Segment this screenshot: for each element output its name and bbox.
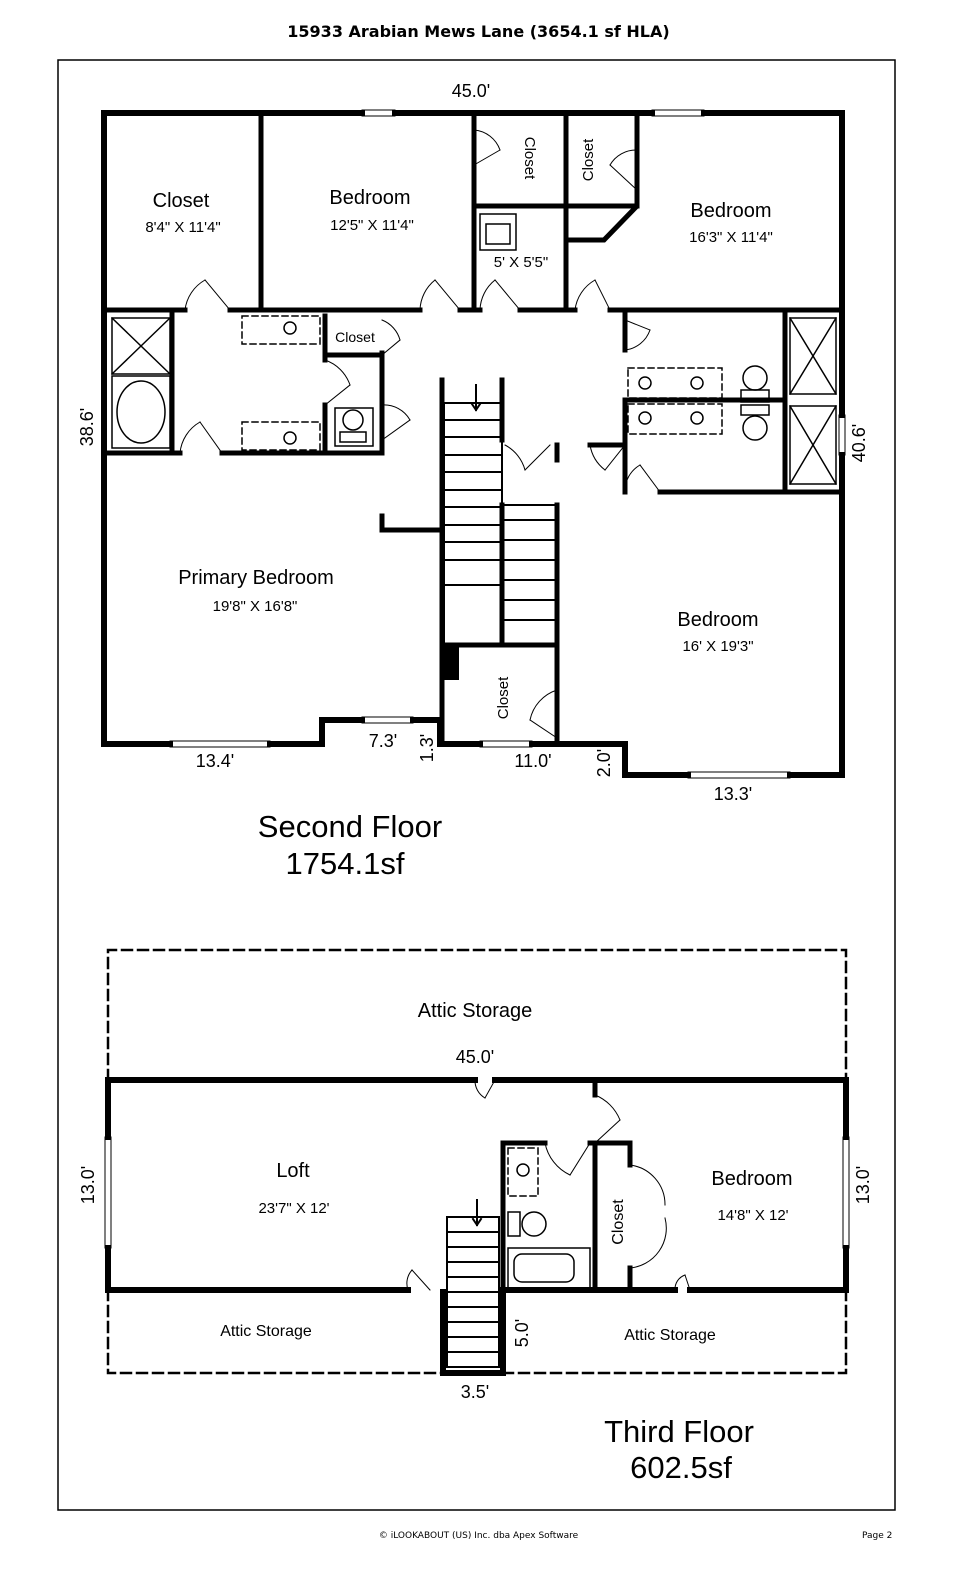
sf-closet-bath-name: Closet	[335, 329, 375, 345]
footer-page-number: Page 2	[862, 1531, 893, 1541]
sf-bedroom-right-size: 16' X 19'3"	[682, 638, 753, 655]
tf-dim-left: 13.0'	[78, 1166, 98, 1204]
tf-closet-name: Closet	[610, 1199, 627, 1245]
tf-floor-name: Third Floor	[604, 1414, 754, 1449]
sf-primary-bedroom-size: 19'8" X 16'8"	[213, 598, 298, 615]
sf-bath-small-size: 5' X 5'5"	[494, 254, 548, 271]
tf-attic-bottom-left-name: Attic Storage	[220, 1323, 312, 1340]
third-floor-labels: Attic Storage 45.0' 13.0' 13.0' Loft 23'…	[78, 1000, 873, 1485]
sf-closet-main-name: Closet	[153, 190, 210, 212]
sf-dim-right-step: 2.0'	[594, 749, 614, 777]
sf-bedroom-top-center-size: 12'5" X 11'4"	[330, 217, 414, 234]
third-floor-plan	[104, 948, 850, 1376]
page-title: 15933 Arabian Mews Lane (3654.1 sf HLA)	[287, 22, 670, 41]
sf-bedroom-top-center-name: Bedroom	[329, 187, 410, 209]
footer-copyright: © iLOOKABOUT (US) Inc. dba Apex Software	[378, 1531, 579, 1541]
tf-loft-size: 23'7" X 12'	[258, 1200, 329, 1217]
stair-post	[442, 645, 459, 680]
sf-dim-bottom-mid: 11.0'	[514, 751, 551, 771]
second-floor-fixtures	[110, 213, 838, 486]
third-floor-interior-walls	[500, 1079, 633, 1293]
tf-dim-right: 13.0'	[853, 1166, 873, 1204]
tf-bedroom-name: Bedroom	[711, 1168, 792, 1190]
tf-loft-name: Loft	[276, 1160, 310, 1182]
sf-bedroom-top-right-name: Bedroom	[690, 200, 771, 222]
third-floor-windows	[104, 1136, 850, 1249]
page-frame	[57, 59, 896, 1511]
third-floor-fixtures	[507, 1147, 591, 1289]
second-floor-stairs	[443, 384, 558, 646]
sf-bedroom-top-right-size: 16'3" X 11'4"	[689, 229, 773, 246]
sf-primary-bedroom-name: Primary Bedroom	[178, 567, 334, 589]
sf-closet-vert-1-name: Closet	[521, 137, 538, 180]
sf-floor-name: Second Floor	[258, 809, 442, 844]
second-floor-labels: 45.0' 38.6' 40.6' 13.4' 7.3' 1.3' 11.0' …	[77, 81, 869, 881]
sf-dim-top: 45.0'	[452, 81, 490, 101]
tf-dim-stair-width: 3.5'	[461, 1382, 489, 1402]
sf-dim-step-height: 1.3'	[417, 734, 437, 762]
third-floor-door-swings	[406, 1079, 691, 1291]
second-floor-exterior-walls	[101, 110, 845, 778]
sf-dim-right: 40.6'	[849, 424, 869, 462]
sf-bedroom-right-name: Bedroom	[677, 609, 758, 631]
third-floor-stairs	[446, 1199, 500, 1368]
third-floor-exterior-walls	[105, 1077, 849, 1376]
tf-bedroom-size: 14'8" X 12'	[717, 1207, 788, 1224]
sf-dim-bottom-left: 13.4'	[196, 751, 234, 771]
second-floor-windows	[169, 109, 846, 779]
sf-floor-area: 1754.1sf	[286, 846, 405, 881]
tf-dim-stair-height: 5.0'	[512, 1319, 532, 1347]
tf-floor-area: 602.5sf	[630, 1450, 732, 1485]
tf-attic-top-name: Attic Storage	[418, 1000, 533, 1022]
second-floor-plan	[101, 109, 846, 779]
sf-closet-main-size: 8'4" X 11'4"	[145, 219, 220, 236]
sf-dim-step-width: 7.3'	[369, 731, 397, 751]
second-floor-door-swings	[179, 129, 661, 739]
sf-closet-stair-name: Closet	[495, 676, 512, 719]
sf-dim-bottom-right: 13.3'	[714, 784, 752, 804]
sf-closet-vert-2-name: Closet	[580, 138, 597, 181]
tf-attic-bottom-right-name: Attic Storage	[624, 1327, 716, 1344]
attic-boundary	[106, 948, 848, 1375]
tf-dim-top: 45.0'	[456, 1047, 494, 1067]
sf-dim-left: 38.6'	[77, 408, 97, 446]
